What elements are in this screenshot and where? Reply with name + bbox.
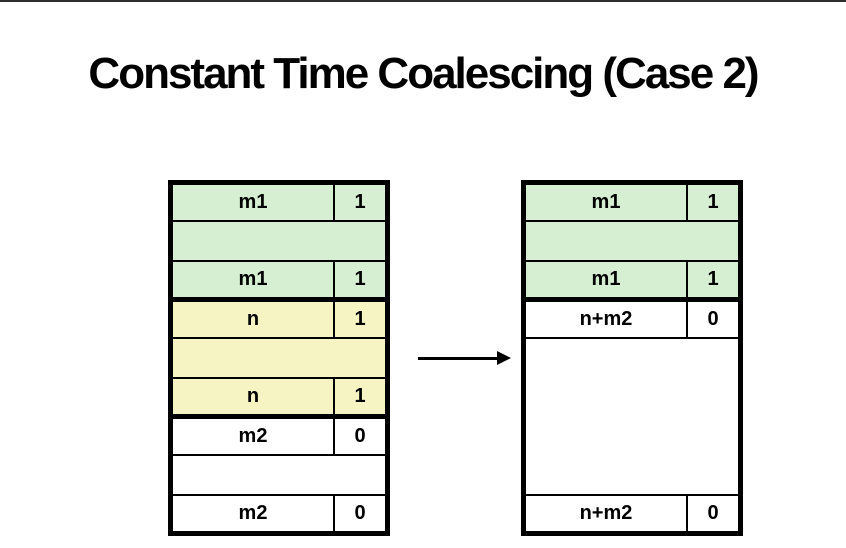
allocated-bit: 0 <box>686 496 738 531</box>
block-size-label: m1 <box>238 191 268 213</box>
merged-block-header-row: n+m2 0 <box>526 302 738 339</box>
payload-cell <box>173 339 385 377</box>
page-title: Constant Time Coalescing (Case 2) <box>88 49 759 99</box>
block3-footer-row: m2 0 <box>173 496 385 531</box>
merged-block-footer-row: n+m2 0 <box>526 496 738 531</box>
block-size-label: m1 <box>238 268 268 290</box>
allocated-bit: 1 <box>333 379 385 414</box>
block-size-label: m1 <box>591 268 621 290</box>
block1-header-row: m1 1 <box>173 185 385 222</box>
allocated-bit: 1 <box>686 185 738 220</box>
block2-footer-row: n 1 <box>173 379 385 419</box>
arrow-head <box>497 351 511 365</box>
block-size-label: n+m2 <box>579 502 633 524</box>
block1-payload-row <box>173 222 385 262</box>
block2-header-row: n 1 <box>173 302 385 339</box>
block-size-label: n <box>246 308 260 330</box>
payload-cell <box>173 456 385 494</box>
block-size-label: m2 <box>238 425 268 447</box>
after-coalescing-table: m1 1 m1 1 n+m2 0 n+m2 0 <box>521 180 743 536</box>
allocated-bit: 0 <box>333 496 385 531</box>
block-size-label: m2 <box>238 502 268 524</box>
allocated-bit: 1 <box>333 302 385 337</box>
block1-footer-row: m1 1 <box>526 262 738 302</box>
block-size-label: n+m2 <box>579 308 633 330</box>
block1-footer-row: m1 1 <box>173 262 385 302</box>
allocated-bit: 0 <box>333 419 385 454</box>
block3-header-row: m2 0 <box>173 419 385 456</box>
before-coalescing-table: m1 1 m1 1 n 1 n 1 m2 0 m2 0 <box>168 180 390 536</box>
block1-payload-row <box>526 222 738 262</box>
block-size-label: m1 <box>591 191 621 213</box>
block1-header-row: m1 1 <box>526 185 738 222</box>
allocated-bit: 1 <box>333 262 385 297</box>
allocated-bit: 0 <box>686 302 738 337</box>
allocated-bit: 1 <box>333 185 385 220</box>
block3-payload-row <box>173 456 385 496</box>
top-rule <box>0 0 846 2</box>
arrow-right-icon <box>418 351 511 365</box>
merged-block-payload-row <box>526 339 738 496</box>
arrow-shaft <box>418 357 497 360</box>
payload-cell <box>526 339 738 494</box>
block-size-label: n <box>246 385 260 407</box>
payload-cell <box>173 222 385 260</box>
allocated-bit: 1 <box>686 262 738 297</box>
payload-cell <box>526 222 738 260</box>
block2-payload-row <box>173 339 385 379</box>
